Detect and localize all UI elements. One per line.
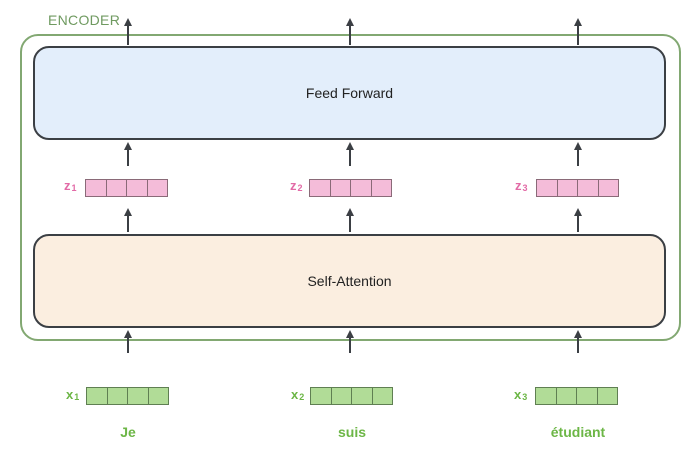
encoder-label: ENCODER [48, 12, 121, 28]
z2-vector [309, 179, 392, 197]
x1-vector [86, 387, 169, 405]
z3-label: z3 [515, 178, 528, 193]
word-je: Je [120, 424, 136, 440]
self-attention-label: Self-Attention [307, 273, 392, 289]
x3-label: x3 [514, 387, 528, 402]
feed-forward-label: Feed Forward [305, 85, 394, 101]
x2-vector [310, 387, 393, 405]
x1-label: x1 [66, 387, 80, 402]
x2-label: x2 [291, 387, 305, 402]
z1-label: z1 [64, 178, 77, 193]
z3-vector [536, 179, 619, 197]
feed-forward-block: Feed Forward [33, 46, 666, 140]
word-etudiant: étudiant [550, 424, 606, 440]
x3-vector [535, 387, 618, 405]
self-attention-block: Self-Attention [33, 234, 666, 328]
word-suis: suis [337, 424, 366, 440]
z1-vector [85, 179, 168, 197]
z2-label: z2 [290, 178, 303, 193]
